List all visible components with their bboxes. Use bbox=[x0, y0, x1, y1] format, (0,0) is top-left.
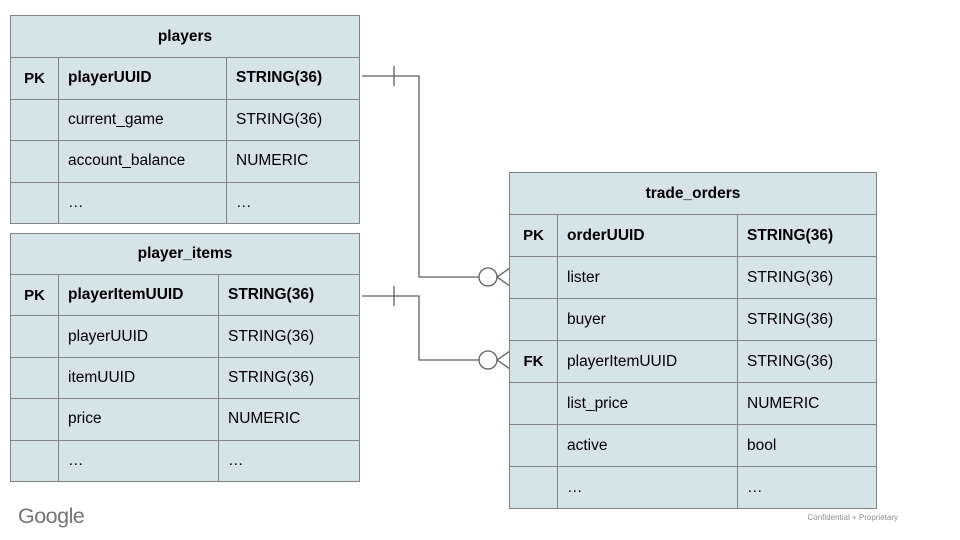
cell-field: active bbox=[557, 424, 737, 466]
cardinality-zero-many-icon bbox=[478, 267, 511, 287]
cell-type: NUMERIC bbox=[218, 398, 359, 440]
cell-key bbox=[11, 315, 58, 356]
cell-key bbox=[510, 382, 557, 424]
cell-type: STRING(36) bbox=[226, 98, 359, 140]
cell-key bbox=[510, 298, 557, 340]
cell-key bbox=[11, 140, 58, 182]
cell-field: lister bbox=[557, 256, 737, 298]
cell-key: PK bbox=[11, 57, 58, 99]
cell-field: current_game bbox=[58, 98, 226, 140]
relationship-player-items-trade-orders bbox=[362, 286, 511, 370]
relationship-line bbox=[362, 295, 479, 361]
cardinality-zero-many-icon bbox=[478, 350, 511, 370]
relationship-line bbox=[362, 75, 479, 278]
cell-type: bool bbox=[737, 424, 876, 466]
table-title: player_items bbox=[137, 245, 233, 262]
cell-type: NUMERIC bbox=[737, 382, 876, 424]
table-title: players bbox=[157, 27, 213, 45]
cell-type: STRING(36) bbox=[737, 214, 876, 256]
cell-type: STRING(36) bbox=[226, 57, 359, 99]
cell-type: STRING(36) bbox=[737, 340, 876, 382]
cell-key bbox=[11, 98, 58, 141]
cell-key bbox=[11, 181, 58, 224]
cell-field: … bbox=[58, 181, 226, 223]
cell-key bbox=[11, 356, 58, 398]
table-title: trade_orders bbox=[645, 184, 741, 202]
cell-type: STRING(36) bbox=[737, 298, 876, 340]
confidential-note: Confidential + Proprietary bbox=[807, 513, 899, 522]
relationship-players-trade-orders bbox=[362, 66, 511, 287]
cell-field: playerItemUUID bbox=[58, 274, 218, 316]
cell-field: price bbox=[58, 398, 218, 440]
cell-field: account_balance bbox=[58, 140, 226, 182]
cell-type: STRING(36) bbox=[218, 274, 359, 316]
cell-key: PK bbox=[11, 274, 58, 315]
cell-key bbox=[11, 439, 58, 481]
cell-type: … bbox=[737, 466, 876, 508]
cell-key bbox=[510, 424, 557, 466]
cell-field: itemUUID bbox=[58, 356, 218, 399]
cell-field: playerUUID bbox=[58, 315, 218, 357]
cell-key bbox=[510, 256, 557, 298]
cell-field: buyer bbox=[557, 298, 737, 340]
cell-field: playerItemUUID bbox=[557, 340, 737, 382]
cell-key bbox=[510, 466, 557, 508]
cell-field: … bbox=[557, 466, 737, 508]
cell-type: STRING(36) bbox=[218, 356, 359, 399]
google-logo: Google bbox=[18, 504, 85, 528]
cell-type: … bbox=[226, 181, 359, 223]
cell-key: FK bbox=[510, 340, 557, 382]
cell-field: playerUUID bbox=[58, 57, 226, 99]
cell-type: STRING(36) bbox=[737, 256, 876, 298]
cell-type: … bbox=[218, 439, 359, 481]
cell-type: STRING(36) bbox=[218, 315, 359, 357]
cell-field: list_price bbox=[557, 382, 737, 424]
cell-key: PK bbox=[510, 214, 557, 256]
cell-type: NUMERIC bbox=[226, 140, 359, 182]
cell-field: … bbox=[58, 439, 218, 481]
cell-key bbox=[11, 398, 58, 439]
cell-field: orderUUID bbox=[557, 214, 737, 256]
